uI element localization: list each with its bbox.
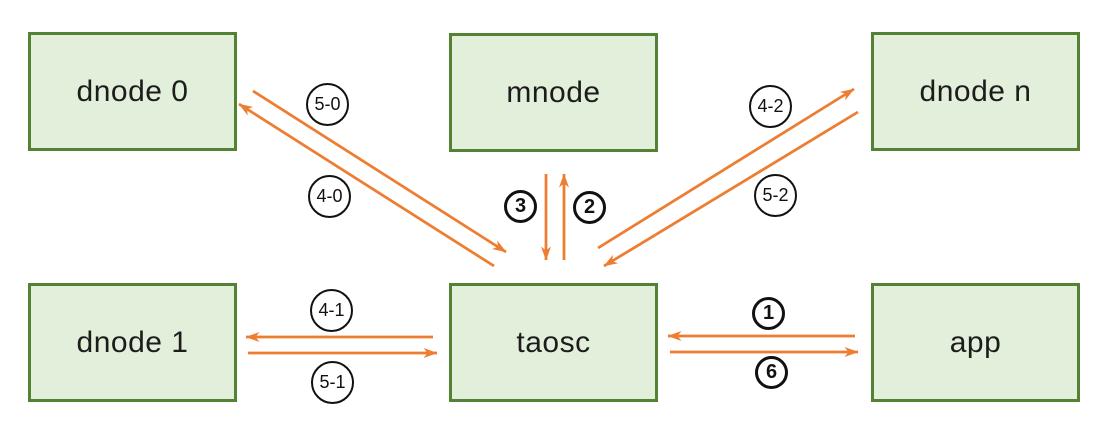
node-dnode1: dnode 1 [28, 283, 237, 402]
arrow-dnode0-to-taosc [252, 89, 507, 254]
node-app: app [871, 283, 1080, 402]
edge-label-4-1: 4-1 [310, 289, 353, 332]
edge-label-5-2: 5-2 [754, 174, 797, 217]
node-mnode: mnode [449, 33, 658, 152]
arrow-taosc-to-dnoden [597, 87, 855, 250]
edge-label-2: 2 [573, 191, 606, 224]
edge-label-3: 3 [504, 190, 537, 223]
edge-label-4-2: 4-2 [749, 85, 792, 128]
edge-label-4-0: 4-0 [308, 175, 351, 218]
arrow-taosc-to-dnode0 [238, 102, 495, 268]
edge-label-6: 6 [755, 356, 788, 389]
edge-label-1: 1 [752, 297, 785, 330]
node-dnode0: dnode 0 [28, 32, 237, 151]
node-dnoden: dnode n [871, 32, 1080, 151]
node-taosc: taosc [449, 283, 658, 402]
edge-label-5-1: 5-1 [311, 361, 354, 404]
arrow-dnoden-to-taosc [603, 110, 859, 268]
edge-label-5-0: 5-0 [306, 83, 349, 126]
